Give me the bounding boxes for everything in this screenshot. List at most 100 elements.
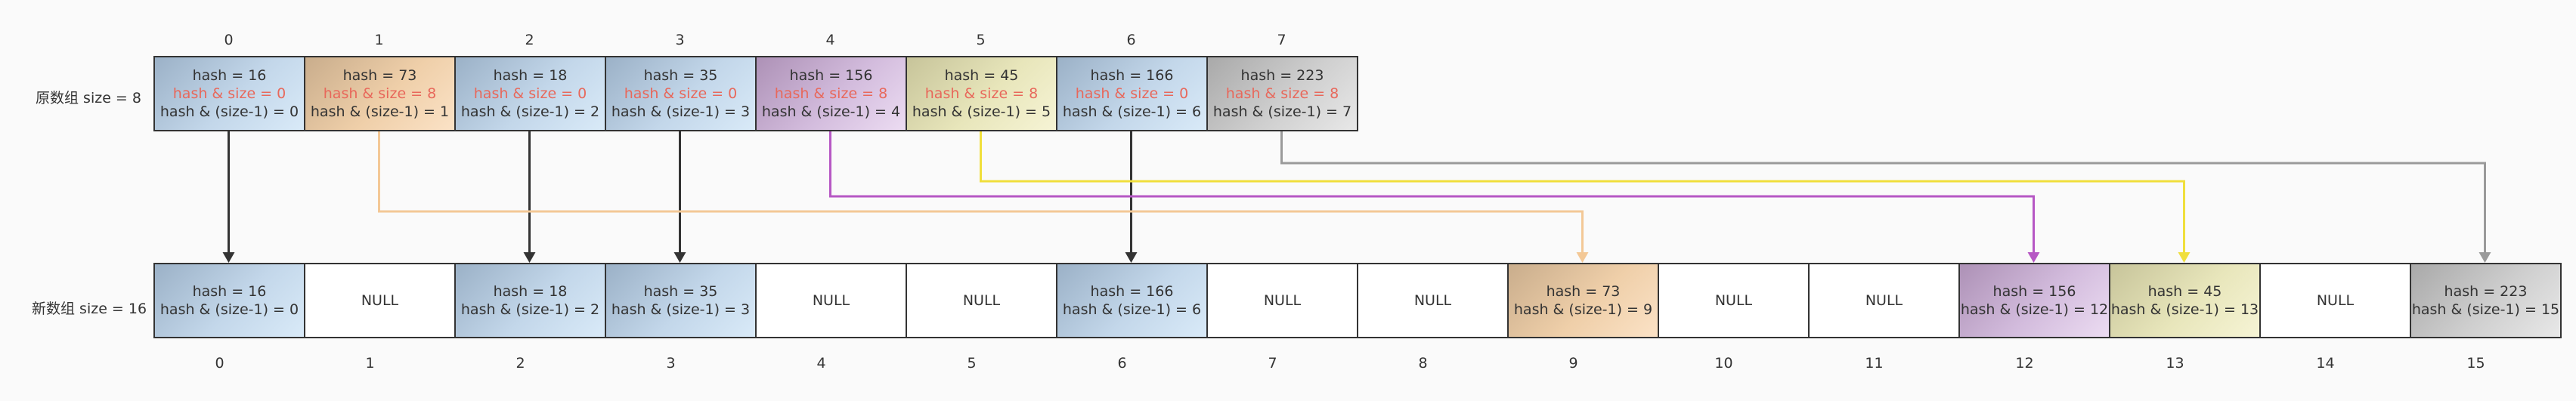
- null-text: NULL: [2316, 292, 2355, 309]
- new-index-label: 0: [215, 355, 224, 372]
- new-index-label: 7: [1268, 355, 1277, 372]
- null-text: NULL: [1714, 292, 1753, 309]
- new-bucket: NULL: [755, 263, 907, 338]
- old-index-label: 2: [525, 32, 534, 48]
- arrowhead-icon: [2178, 252, 2191, 263]
- index-expression-text: hash & (size-1) = 13: [2110, 301, 2259, 318]
- arrowhead-icon: [222, 252, 235, 263]
- hash-text: hash = 35: [643, 283, 718, 300]
- index-expression-text: hash & (size-1) = 2: [460, 103, 600, 120]
- old-index-label: 0: [224, 32, 234, 48]
- old-index-label: 1: [374, 32, 384, 48]
- arrowhead-icon: [1125, 252, 1138, 263]
- new-index-label: 3: [666, 355, 676, 372]
- index-expression-text: hash & (size-1) = 12: [1960, 301, 2109, 318]
- new-index-label: 6: [1117, 355, 1127, 372]
- index-expression-text: hash & (size-1) = 0: [159, 103, 299, 120]
- new-index-label: 15: [2466, 355, 2485, 372]
- new-bucket: NULL: [2259, 263, 2411, 338]
- hash-text: hash = 73: [1546, 283, 1621, 300]
- mapping-arrow-line: [1280, 131, 2486, 254]
- index-expression-text: hash & (size-1) = 3: [611, 103, 751, 120]
- null-text: NULL: [962, 292, 1001, 309]
- hash-and-size-text: hash & size = 0: [1075, 85, 1189, 102]
- hash-and-size-text: hash & size = 8: [1225, 85, 1339, 102]
- hash-text: hash = 18: [493, 283, 568, 300]
- index-expression-text: hash & (size-1) = 3: [611, 301, 751, 318]
- arrowhead-icon: [1576, 252, 1589, 263]
- new-array-label: 新数组 size = 16: [32, 301, 147, 317]
- hash-text: hash = 166: [1090, 283, 1174, 300]
- hash-text: hash = 156: [1992, 283, 2076, 300]
- new-index-label: 8: [1418, 355, 1428, 372]
- hash-text: hash = 16: [192, 67, 267, 84]
- hash-text: hash = 73: [342, 67, 417, 84]
- old-index-label: 5: [976, 32, 986, 48]
- hash-text: hash = 35: [643, 67, 718, 84]
- hash-text: hash = 166: [1090, 67, 1174, 84]
- new-index-label: 5: [967, 355, 977, 372]
- index-expression-text: hash & (size-1) = 7: [1212, 103, 1352, 120]
- hash-and-size-text: hash & size = 8: [924, 85, 1039, 102]
- index-expression-text: hash & (size-1) = 5: [912, 103, 1051, 120]
- old-array-label: 原数组 size = 8: [36, 90, 141, 106]
- index-expression-text: hash & (size-1) = 6: [1062, 103, 1202, 120]
- old-index-label: 3: [675, 32, 685, 48]
- null-text: NULL: [1413, 292, 1452, 309]
- arrowhead-icon: [2478, 252, 2491, 263]
- hash-text: hash = 156: [789, 67, 873, 84]
- mapping-arrow-line: [829, 131, 2035, 254]
- hash-and-size-text: hash & size = 8: [774, 85, 888, 102]
- new-index-label: 4: [816, 355, 826, 372]
- index-expression-text: hash & (size-1) = 1: [310, 103, 450, 120]
- hash-and-size-text: hash & size = 0: [473, 85, 587, 102]
- index-expression-text: hash & (size-1) = 0: [159, 301, 299, 318]
- new-index-label: 9: [1568, 355, 1578, 372]
- hash-text: hash = 45: [2147, 283, 2222, 300]
- null-text: NULL: [361, 292, 399, 309]
- hash-text: hash = 45: [944, 67, 1019, 84]
- new-index-label: 11: [1865, 355, 1884, 372]
- new-index-label: 12: [2015, 355, 2034, 372]
- index-expression-text: hash & (size-1) = 6: [1062, 301, 1202, 318]
- mapping-arrow-line: [378, 131, 1584, 254]
- index-expression-text: hash & (size-1) = 2: [460, 301, 600, 318]
- new-index-label: 13: [2166, 355, 2184, 372]
- arrowhead-icon: [673, 252, 686, 263]
- old-index-label: 6: [1126, 32, 1136, 48]
- hash-text: hash = 223: [1240, 67, 1324, 84]
- index-expression-text: hash & (size-1) = 9: [1513, 301, 1653, 318]
- old-index-label: 7: [1277, 32, 1286, 48]
- new-bucket: NULL: [304, 263, 456, 338]
- new-index-label: 2: [516, 355, 525, 372]
- hash-and-size-text: hash & size = 8: [323, 85, 437, 102]
- hash-and-size-text: hash & size = 0: [624, 85, 738, 102]
- new-index-label: 14: [2316, 355, 2335, 372]
- new-bucket: NULL: [906, 263, 1057, 338]
- old-index-label: 4: [825, 32, 835, 48]
- hash-text: hash = 18: [493, 67, 568, 84]
- new-index-label: 10: [1714, 355, 1733, 372]
- mapping-arrow-line: [980, 131, 2185, 254]
- null-text: NULL: [1263, 292, 1302, 309]
- null-text: NULL: [812, 292, 850, 309]
- arrowhead-icon: [2027, 252, 2040, 263]
- hash-and-size-text: hash & size = 0: [172, 85, 286, 102]
- arrowhead-icon: [523, 252, 536, 263]
- index-expression-text: hash & (size-1) = 15: [2411, 301, 2560, 318]
- new-index-label: 1: [365, 355, 375, 372]
- hash-text: hash = 16: [192, 283, 267, 300]
